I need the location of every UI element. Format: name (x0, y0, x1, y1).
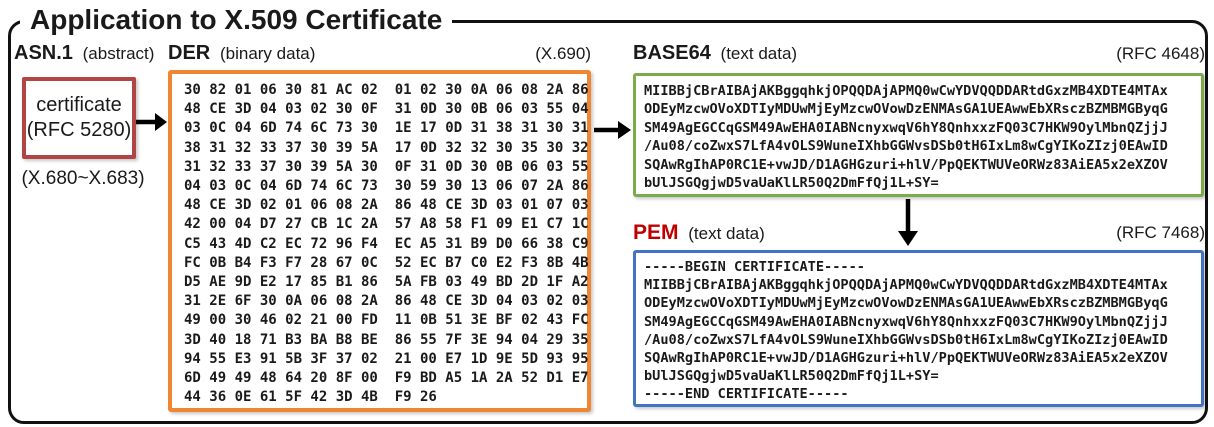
asn1-standards-note: (X.680~X.683) (21, 168, 145, 189)
pem-heading-label: PEM (633, 221, 679, 244)
outer-frame (8, 20, 1208, 424)
pem-heading-note: (text data) (688, 224, 765, 243)
der-section-heading: DER (binary data) (168, 42, 315, 65)
base64-text: MIIBBjCBrAIBAjAKBggqhkjOPQQDAjAPMQ0wCwYD… (644, 83, 1168, 192)
pem-text-box: -----BEGIN CERTIFICATE----- MIIBBjCBrAIB… (633, 250, 1204, 407)
base64-standard-ref: (RFC 4648) (1116, 44, 1205, 63)
pem-text: -----BEGIN CERTIFICATE----- MIIBBjCBrAIB… (644, 259, 1168, 403)
page-title: Application to X.509 Certificate (20, 0, 453, 40)
asn1-section-heading: ASN.1 (abstract) (14, 42, 154, 65)
base64-text-box: MIIBBjCBrAIBAjAKBggqhkjOPQQDAjAPMQ0wCwYD… (633, 73, 1204, 197)
arrow-base64-to-pem-icon (898, 199, 918, 246)
base64-heading-label: BASE64 (633, 42, 711, 64)
asn1-heading-label: ASN.1 (14, 42, 73, 64)
base64-section-heading: BASE64 (text data) (633, 42, 797, 65)
pem-standard-ref: (RFC 7468) (1116, 223, 1205, 242)
arrow-der-to-base64-icon (594, 121, 631, 139)
arrow-certificate-to-der-icon (136, 113, 167, 131)
der-heading-label: DER (168, 42, 211, 64)
der-hex-box: 30 82 01 06 30 81 AC 02 01 02 30 0A 06 0… (168, 70, 591, 412)
certificate-box: certificate (RFC 5280) (22, 77, 136, 159)
certificate-box-rfc: (RFC 5280) (26, 119, 132, 141)
asn1-heading-note: (abstract) (82, 44, 155, 63)
der-heading-note: (binary data) (219, 44, 316, 63)
der-standard-ref: (X.690) (535, 44, 591, 63)
base64-heading-note: (text data) (720, 44, 798, 63)
der-hex-dump: 30 82 01 06 30 81 AC 02 01 02 30 0A 06 0… (184, 82, 589, 406)
pem-section-heading: PEM (text data) (633, 221, 765, 245)
certificate-box-label: certificate (36, 94, 122, 116)
